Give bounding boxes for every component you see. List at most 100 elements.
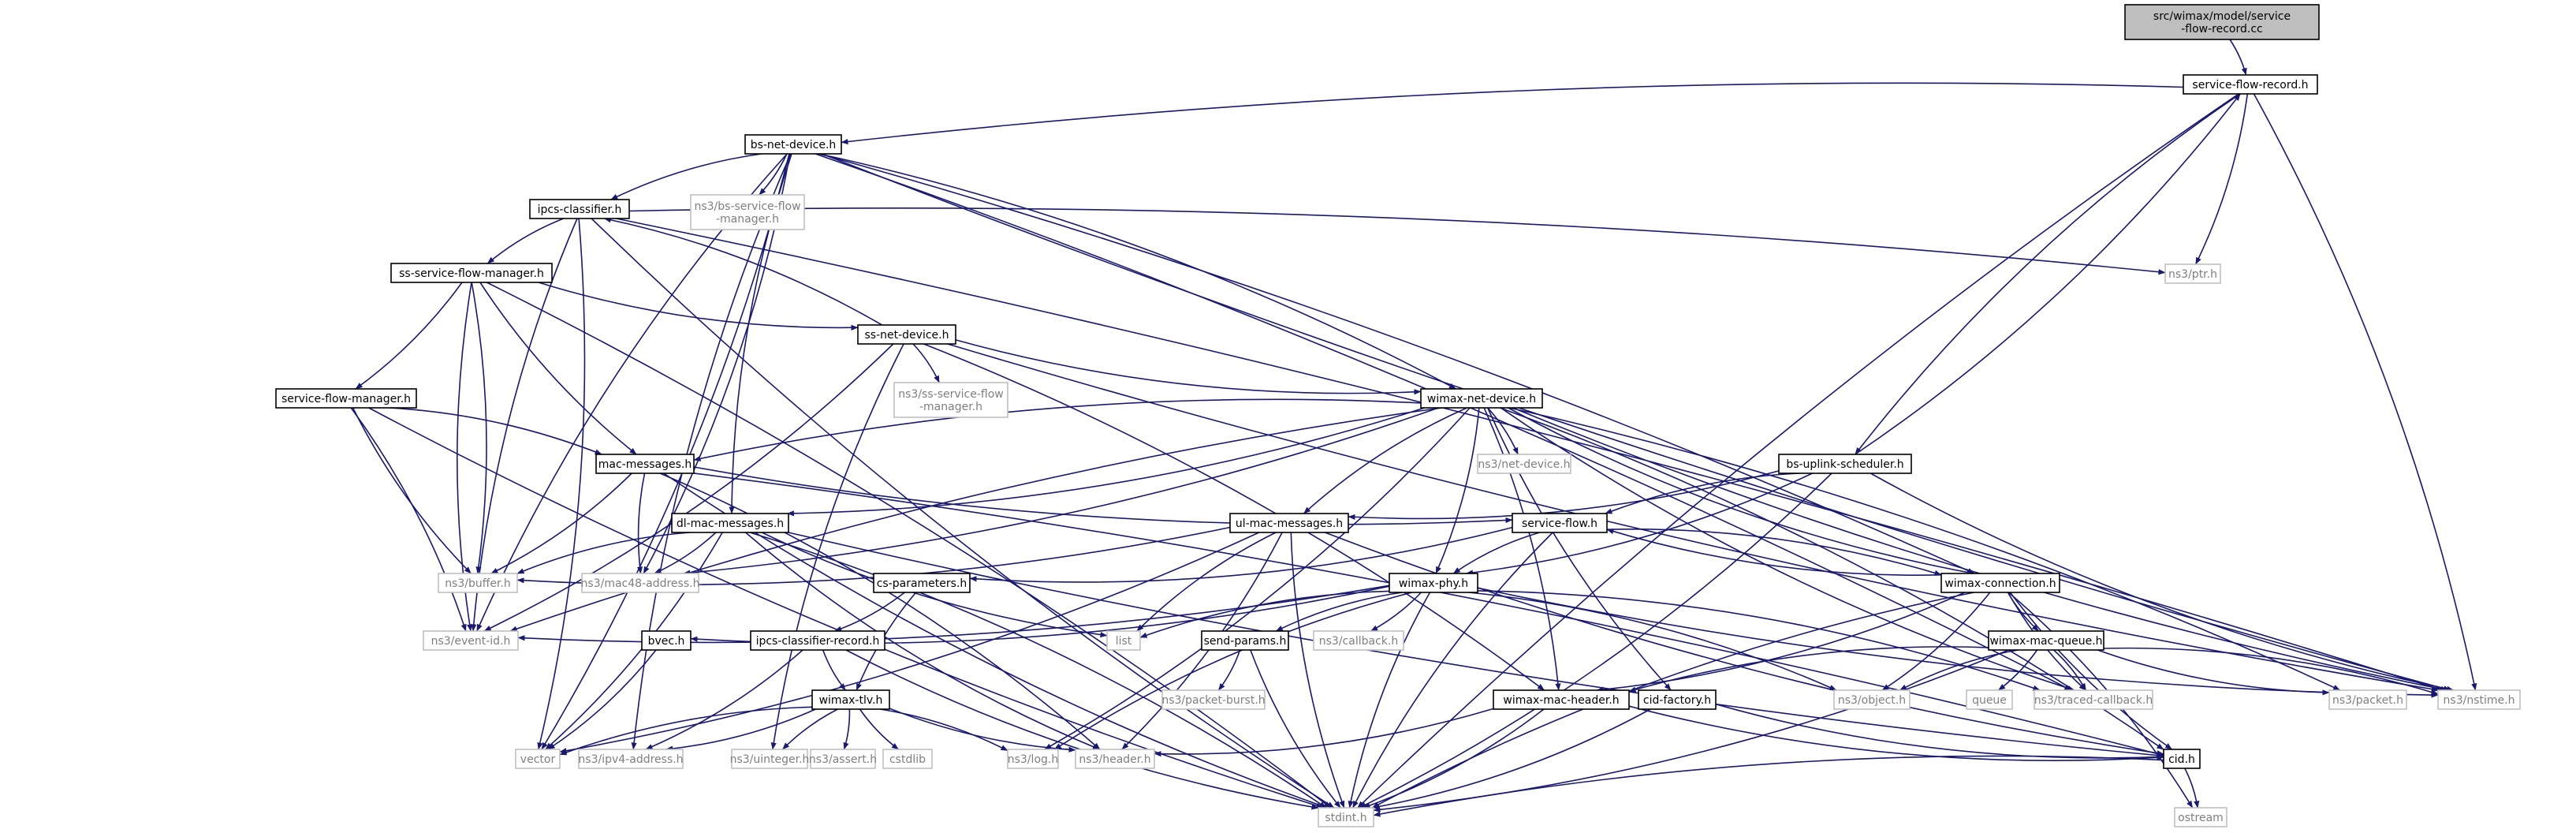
- node-macmsg-box: [595, 454, 695, 474]
- edge-wphy-to-stdint: [1348, 592, 1431, 809]
- node-bssfm-label-0: ns3/bs-service-flow: [694, 200, 800, 213]
- node-dlmac[interactable]: dl-mac-messages.h: [671, 513, 789, 533]
- node-traced: ns3/traced-callback.h: [2034, 689, 2153, 710]
- node-wtlv[interactable]: wimax-tlv.h: [811, 689, 890, 710]
- node-sendparams[interactable]: send-params.h: [1201, 630, 1289, 651]
- edge-sendparams-to-stdint: [1250, 649, 1341, 809]
- edge-wnd-to-macmsg: [693, 398, 1422, 461]
- node-wmq[interactable]: wimax-mac-queue.h: [1988, 630, 2104, 651]
- node-csparam[interactable]: cs-parameters.h: [873, 573, 971, 593]
- edge-ssnet-to-uinteger: [770, 343, 904, 750]
- edge-dlmac-to-cid: [788, 532, 2164, 759]
- node-bsnet-label-0: bs-net-device.h: [751, 139, 837, 151]
- node-eventid-label-0: ns3/event-id.h: [431, 635, 511, 648]
- node-cidf-box: [1638, 689, 1717, 710]
- edge-cid-to-ostream: [2184, 768, 2200, 809]
- edge-root-to-sfr: [2229, 39, 2247, 76]
- edge-wphy-to-callback: [1370, 592, 1422, 632]
- node-ipcs[interactable]: ipcs-classifier.h: [529, 199, 630, 219]
- node-queue-box: [1966, 689, 2013, 710]
- node-ssnet[interactable]: ss-net-device.h: [857, 324, 956, 345]
- node-cidf-label-0: cid-factory.h: [1643, 694, 1711, 707]
- edge-macmsg-to-sflow: [693, 466, 1513, 525]
- node-ostream-box: [2174, 807, 2227, 827]
- node-netdev-label-0: ns3/net-device.h: [1478, 458, 1570, 471]
- edge-sflow-to-stdint: [1351, 532, 1553, 809]
- edge-wtlv-to-cstdlib: [859, 708, 899, 750]
- node-nstime-box: [2437, 689, 2521, 710]
- edge-wmq-to-object: [1899, 649, 2019, 691]
- node-cid[interactable]: cid.h: [2163, 749, 2201, 769]
- node-bsnet[interactable]: bs-net-device.h: [744, 134, 842, 155]
- edge-wnd-to-mac48: [683, 407, 1439, 576]
- node-sfr[interactable]: service-flow-record.h: [2183, 74, 2318, 95]
- node-bssfm: ns3/bs-service-flow-manager.h: [690, 194, 805, 230]
- node-cstdlib-box: [882, 749, 933, 769]
- node-eventid: ns3/event-id.h: [423, 630, 519, 651]
- node-stdint: stdint.h: [1318, 807, 1374, 827]
- node-object-box: [1833, 689, 1911, 710]
- node-bvec-label-0: bvec.h: [648, 635, 685, 648]
- node-icr-label-0: ipcs-classifier-record.h: [756, 635, 880, 648]
- edge-ipcs-to-ptr: [628, 207, 2166, 275]
- node-ipcs-label-0: ipcs-classifier.h: [538, 204, 622, 216]
- node-packet: ns3/packet.h: [2328, 689, 2407, 710]
- node-wconn[interactable]: wimax-connection.h: [1940, 573, 2060, 593]
- edge-bsus-to-ulmac: [1348, 470, 1780, 521]
- edge-layer: [350, 39, 2477, 817]
- edge-sfm-to-eventid: [350, 407, 467, 632]
- node-vector-box: [515, 749, 561, 769]
- node-list-box: [1106, 630, 1141, 651]
- node-bvec[interactable]: bvec.h: [641, 630, 692, 651]
- node-icr[interactable]: ipcs-classifier-record.h: [750, 630, 885, 651]
- edge-sflow-to-wphy: [1452, 532, 1540, 574]
- node-root[interactable]: src/wimax/model/service-flow-record.cc: [2124, 4, 2320, 40]
- edge-sendparams-to-packetburst: [1217, 649, 1241, 691]
- node-bssfm-label-1: -manager.h: [716, 213, 779, 226]
- edge-bsus-to-wphy: [1466, 473, 1813, 576]
- node-sfr-label-0: service-flow-record.h: [2192, 79, 2308, 92]
- edge-wnd-to-dlmac: [786, 407, 1425, 517]
- edge-wconn-to-stdint: [1372, 592, 1974, 809]
- node-callback: ns3/callback.h: [1313, 630, 1404, 651]
- edge-wnd-to-traced: [1500, 407, 2075, 691]
- node-packet-label-0: ns3/packet.h: [2332, 694, 2403, 707]
- edge-bsnet-to-wnd: [818, 153, 1456, 390]
- node-assert: ns3/assert.h: [809, 749, 877, 769]
- node-wphy[interactable]: wimax-phy.h: [1389, 573, 1478, 593]
- node-buffer-box: [438, 573, 518, 593]
- node-sssfm-box: [390, 263, 553, 283]
- node-sfm[interactable]: service-flow-manager.h: [275, 388, 417, 409]
- edge-sssfm-to-stdint: [486, 282, 1332, 809]
- node-sssfm2-label-0: ns3/ss-service-flow: [898, 388, 1003, 401]
- node-sflow-label-0: service-flow.h: [1522, 517, 1597, 530]
- edge-wnd-to-netdev: [1487, 407, 1519, 455]
- edge-icr-to-ipv4: [645, 649, 803, 750]
- node-assert-box: [810, 749, 876, 769]
- node-queue: queue: [1966, 689, 2013, 710]
- node-dlmac-box: [671, 513, 789, 533]
- edge-wmq-to-traced: [2053, 649, 2087, 691]
- node-wmq-box: [1988, 630, 2104, 651]
- edge-bsnet-to-ipcs: [610, 153, 762, 200]
- node-nstime: ns3/nstime.h: [2437, 689, 2521, 710]
- node-bsus-box: [1778, 454, 1912, 474]
- node-sflow[interactable]: service-flow.h: [1512, 513, 1608, 533]
- node-sssfm[interactable]: ss-service-flow-manager.h: [390, 263, 553, 283]
- node-wmh[interactable]: wimax-mac-header.h: [1493, 689, 1630, 710]
- edge-bvec-to-vector: [547, 649, 657, 750]
- node-wnd[interactable]: wimax-net-device.h: [1420, 388, 1543, 409]
- edge-icr-to-wtlv: [822, 649, 846, 691]
- edge-dlmac-to-buffer: [516, 532, 691, 574]
- edge-sssfm-to-ssnet: [538, 282, 859, 331]
- node-ulmac[interactable]: ul-mac-messages.h: [1229, 513, 1349, 533]
- node-macmsg[interactable]: mac-messages.h: [595, 454, 695, 474]
- edge-wtlv-to-ipv4: [665, 708, 816, 752]
- node-netdev: ns3/net-device.h: [1477, 454, 1571, 474]
- node-bsus[interactable]: bs-uplink-scheduler.h: [1778, 454, 1912, 474]
- edge-sfr-to-nstime: [2253, 93, 2477, 691]
- edge-ulmac-to-list: [1136, 532, 1277, 632]
- edge-wtlv-to-assert: [843, 708, 851, 750]
- node-cidf[interactable]: cid-factory.h: [1638, 689, 1717, 710]
